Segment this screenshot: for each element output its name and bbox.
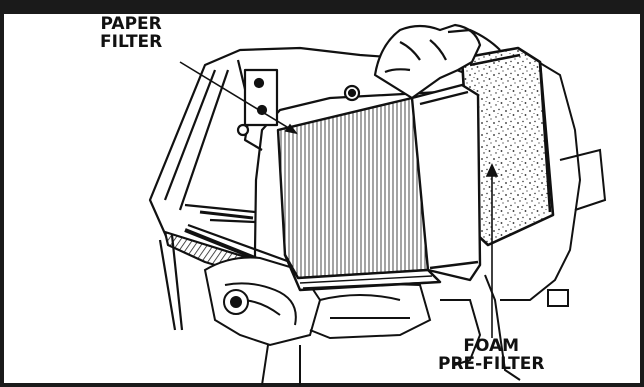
paper-filter-label-line2: FILTER [100,34,162,52]
foam-prefilter-label: FOAM PRE-FILTER [438,338,544,374]
foam-prefilter-label-line2: PRE-FILTER [438,356,544,374]
paper-filter-label: PAPER FILTER [100,16,162,52]
paper-filter [278,85,480,290]
